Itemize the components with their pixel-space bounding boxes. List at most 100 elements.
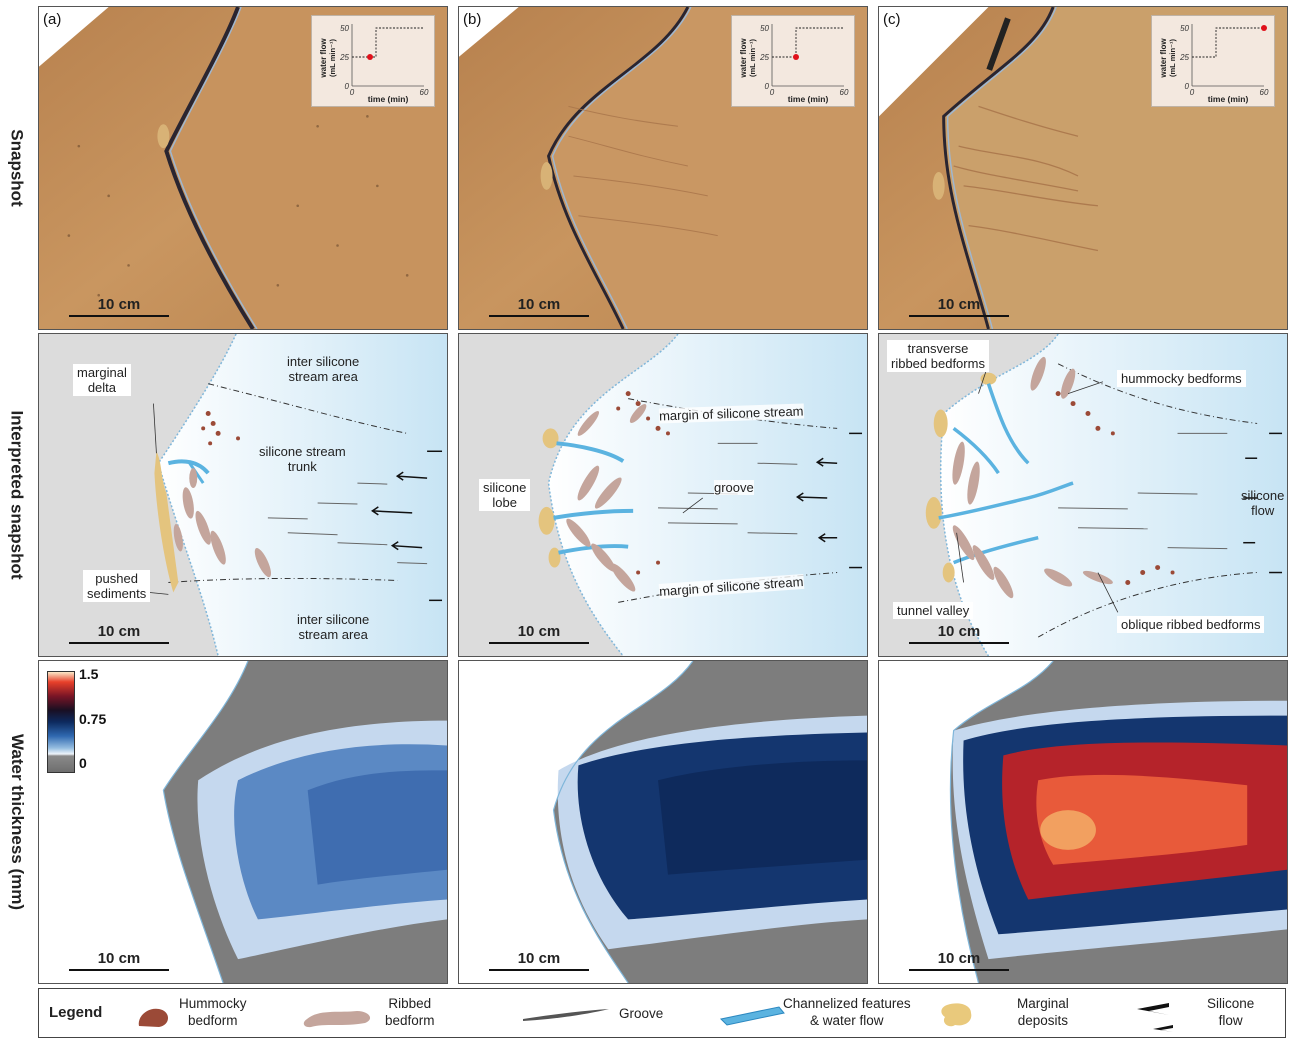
inset-x-tick: 60 bbox=[420, 88, 429, 97]
inset-y-tick: 0 bbox=[1185, 82, 1190, 91]
groove-symbol bbox=[523, 1009, 609, 1021]
scale-bar-a3-line bbox=[69, 969, 169, 971]
inset-y-label: water flow(mL min⁻¹) bbox=[319, 38, 337, 79]
inset-x-tick: 60 bbox=[840, 88, 849, 97]
label-silicone-flow-line1: silicone bbox=[1241, 488, 1285, 503]
inset-x-tick: 60 bbox=[1260, 88, 1269, 97]
scale-bar-c1-label: 10 cm bbox=[937, 296, 981, 313]
legend-silicone-line1: Silicone bbox=[1207, 996, 1255, 1011]
scale-bar-b1-line bbox=[489, 315, 589, 317]
inset-x-label: time (min) bbox=[788, 94, 829, 104]
flow-inset-c-chart: 50 25 00 60 time (min) water flow(mL min⁻¹) bbox=[1159, 24, 1269, 104]
label-silicone-flow-line2: flow bbox=[1251, 503, 1275, 518]
inset-y-label-line1: water flow bbox=[319, 38, 328, 79]
inset-y-tick: 50 bbox=[760, 24, 769, 33]
scale-bar-a1-line bbox=[69, 315, 169, 317]
inset-flow-line bbox=[772, 27, 844, 58]
thickness-c-map bbox=[879, 661, 1287, 983]
thickness-panel-c: 10 cm bbox=[878, 660, 1288, 984]
label-inter-top-line1: inter silicone bbox=[287, 354, 360, 369]
inset-flow-line bbox=[1192, 27, 1264, 58]
inset-x-label: time (min) bbox=[368, 94, 409, 104]
channel-symbol bbox=[719, 1006, 785, 1026]
marginal-deposits-symbol bbox=[941, 1003, 972, 1027]
legend-channel-label: Channelized features & water flow bbox=[783, 995, 911, 1029]
label-tunnel-valley-text: tunnel valley bbox=[897, 603, 970, 618]
row-label-interpreted-text: Interpreted snapshot bbox=[8, 410, 27, 580]
legend-ribbed-label: Ribbed bedform bbox=[385, 995, 435, 1029]
hummocky-bedform-symbol bbox=[138, 1008, 168, 1027]
scale-bar-b1-label: 10 cm bbox=[517, 296, 561, 313]
scale-bar-a2-line bbox=[69, 642, 169, 644]
scale-bar-c1: 10 cm bbox=[909, 296, 1009, 317]
label-tunnel-valley: tunnel valley bbox=[893, 602, 974, 619]
inset-y-label: water flow(mL min⁻¹) bbox=[1159, 38, 1177, 79]
inset-x-label: time (min) bbox=[1208, 94, 1249, 104]
row-label-snapshot-text: Snapshot bbox=[8, 129, 28, 207]
legend-hummocky-line2: bedform bbox=[187, 1013, 238, 1028]
silicone-flow-symbol bbox=[1137, 1003, 1173, 1032]
interpreted-panel-c: transverse ribbed bedforms hummocky bedf… bbox=[878, 333, 1288, 657]
label-inter-stream-top-a: inter silicone stream area bbox=[287, 354, 359, 384]
inset-y-tick: 25 bbox=[759, 53, 769, 62]
scale-bar-b1: 10 cm bbox=[489, 296, 589, 317]
inset-x-tick: 0 bbox=[1190, 88, 1195, 97]
ribbed-bedform-symbol bbox=[303, 1011, 371, 1028]
label-marginal-delta-line1: marginal bbox=[77, 365, 127, 380]
legend-silicone-line2: flow bbox=[1218, 1013, 1243, 1028]
scale-bar-b2: 10 cm bbox=[489, 623, 589, 644]
label-trunk-line1: silicone stream bbox=[259, 444, 346, 459]
legend-marginal-line2: deposits bbox=[1017, 1013, 1069, 1028]
scale-bar-c2-line bbox=[909, 642, 1009, 644]
interpreted-panel-a: marginal delta inter silicone stream are… bbox=[38, 333, 448, 657]
thickness-b-map bbox=[459, 661, 867, 983]
legend-silicone-label: Silicone flow bbox=[1207, 995, 1254, 1029]
inset-y-label: water flow(mL min⁻¹) bbox=[739, 38, 757, 79]
label-transverse-line1: transverse bbox=[907, 341, 969, 356]
inset-y-label-line2: (mL min⁻¹) bbox=[328, 39, 337, 77]
colorbar-tick-zero: 0 bbox=[79, 755, 87, 771]
scale-bar-a3: 10 cm bbox=[69, 950, 169, 971]
inset-y-label-line1: water flow bbox=[1159, 38, 1168, 79]
scale-bar-b2-line bbox=[489, 642, 589, 644]
inset-y-tick: 0 bbox=[345, 82, 350, 91]
panel-label-a: (a) bbox=[43, 11, 62, 28]
thickness-colorbar bbox=[47, 671, 75, 773]
scale-bar-a1-label: 10 cm bbox=[97, 296, 141, 313]
legend-title: Legend bbox=[49, 1004, 103, 1021]
panel-label-c: (c) bbox=[883, 11, 901, 28]
legend: Legend Hummocky bedform Ribbed bedform G… bbox=[38, 988, 1286, 1038]
label-trunk-line2: trunk bbox=[287, 459, 317, 474]
label-transverse-line2: ribbed bedforms bbox=[891, 356, 985, 371]
scale-bar-a2: 10 cm bbox=[69, 623, 169, 644]
label-groove: groove bbox=[714, 480, 754, 495]
label-groove-text: groove bbox=[714, 480, 754, 495]
label-inter-top-line2: stream area bbox=[288, 369, 358, 384]
label-inter-stream-bottom-a: inter silicone stream area bbox=[297, 612, 369, 642]
inset-y-tick: 50 bbox=[1180, 24, 1189, 33]
label-silicone-trunk: silicone stream trunk bbox=[259, 444, 346, 474]
legend-marginal-label: Marginal deposits bbox=[1017, 995, 1069, 1029]
scale-bar-a3-label: 10 cm bbox=[97, 950, 141, 967]
inset-x-tick: 0 bbox=[350, 88, 355, 97]
interpreted-panel-b: margin of silicone stream silicone lobe … bbox=[458, 333, 868, 657]
legend-hummocky-line1: Hummocky bbox=[179, 996, 247, 1011]
inset-y-tick: 25 bbox=[1179, 53, 1189, 62]
label-hummocky-text: hummocky bedforms bbox=[1121, 371, 1242, 386]
label-transverse-ribbed: transverse ribbed bedforms bbox=[887, 340, 989, 372]
scale-bar-c2-label: 10 cm bbox=[937, 623, 981, 640]
legend-channel-line2: & water flow bbox=[810, 1013, 884, 1028]
scale-bar-a1: 10 cm bbox=[69, 296, 169, 317]
scale-bar-a2-label: 10 cm bbox=[97, 623, 141, 640]
inset-x-tick: 0 bbox=[770, 88, 775, 97]
inset-current-marker bbox=[793, 54, 799, 60]
label-oblique-text: oblique ribbed bedforms bbox=[1121, 617, 1261, 632]
legend-channel-line1: Channelized features bbox=[783, 996, 911, 1011]
label-marginal-delta-line2: delta bbox=[87, 380, 117, 395]
row-label-interpreted: Interpreted snapshot bbox=[0, 333, 34, 657]
